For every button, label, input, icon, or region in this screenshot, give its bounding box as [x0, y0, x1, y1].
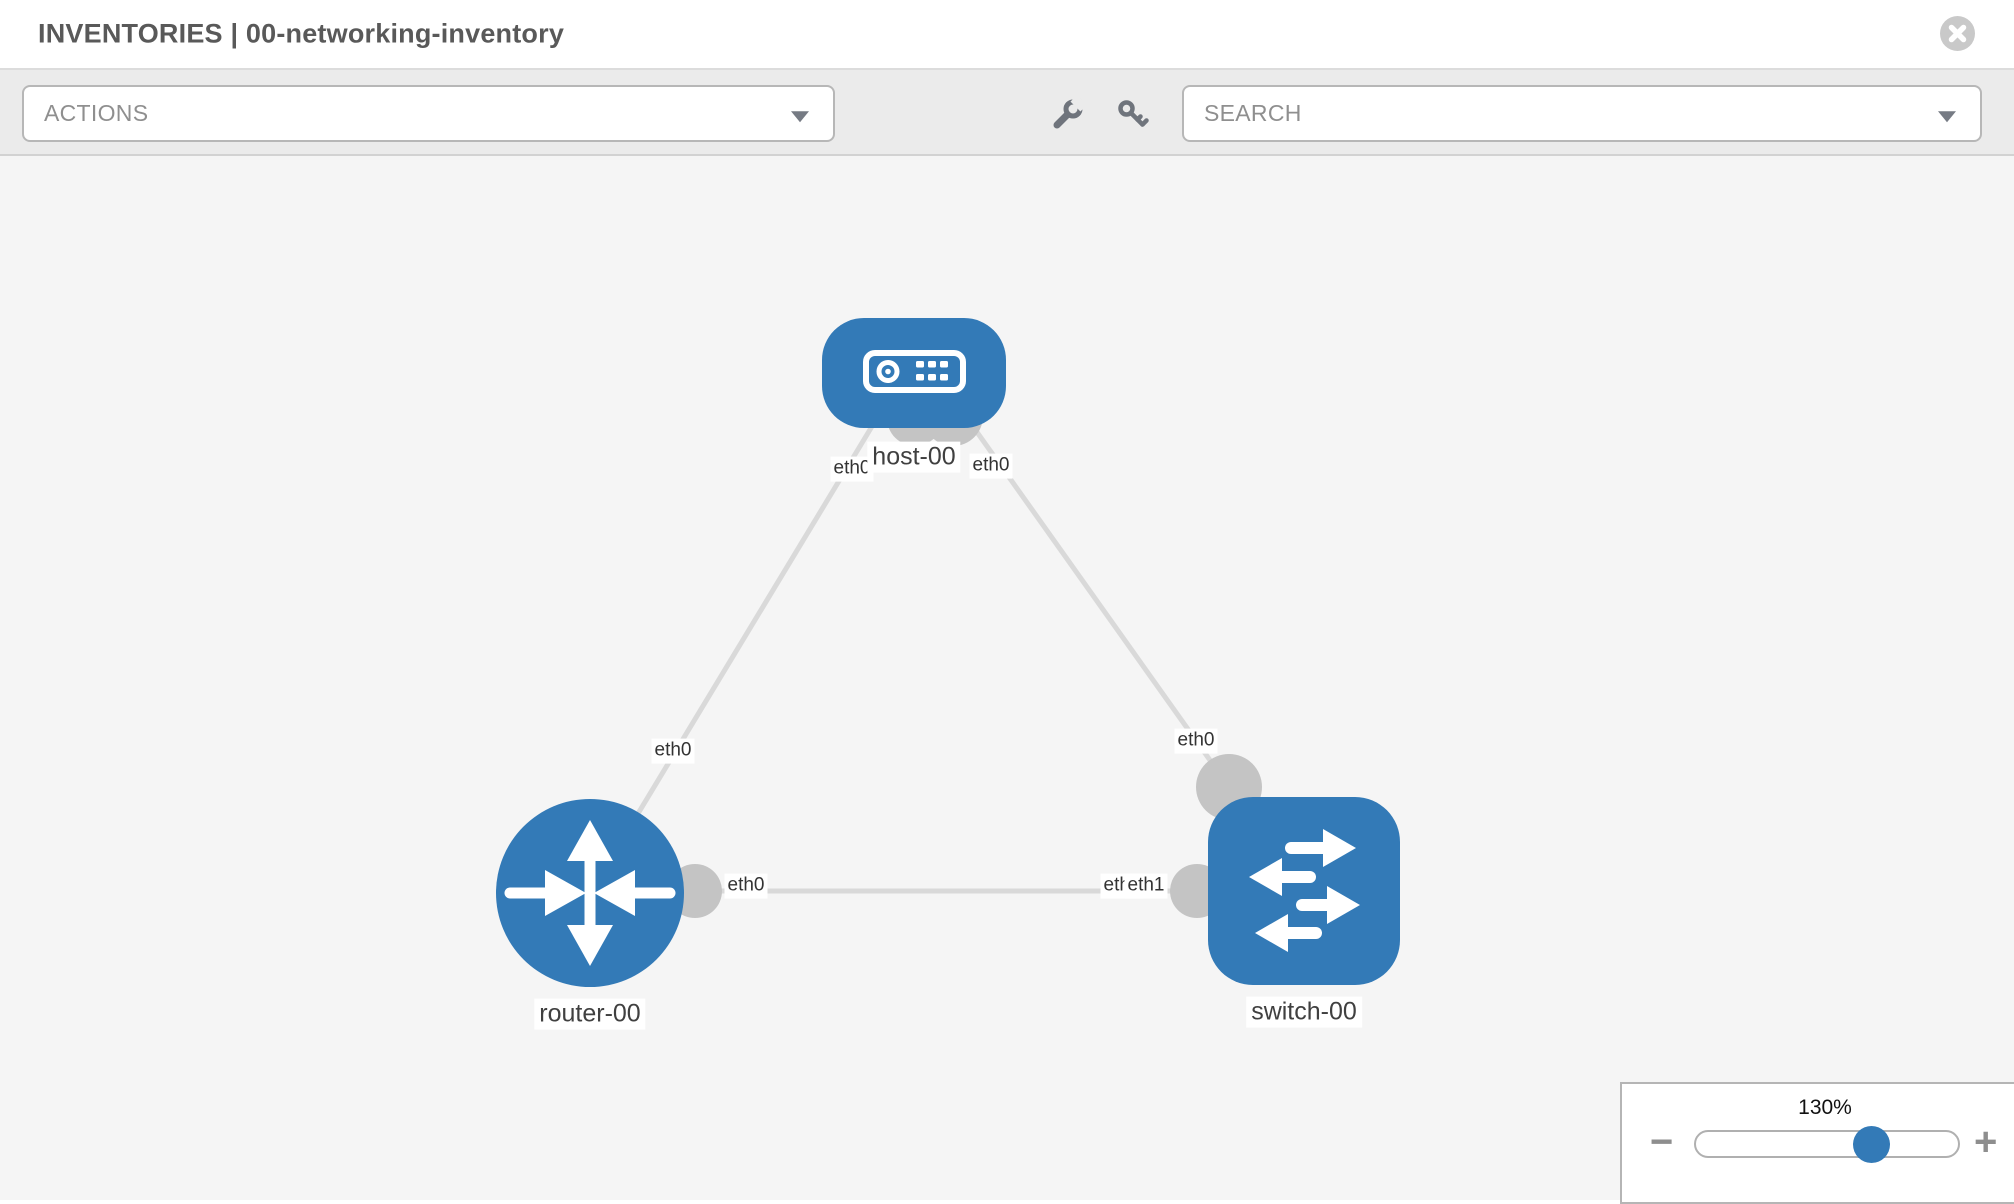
actions-dropdown[interactable]: ACTIONS	[22, 85, 835, 142]
iface-label-router-link-eth0: eth0	[651, 738, 695, 764]
iface-label-host-eth0-right: eth0	[969, 453, 1013, 479]
close-button[interactable]	[1940, 16, 1975, 51]
zoom-slider-track[interactable]	[1694, 1126, 1960, 1163]
iface-label-switch-eth0: eth0	[1174, 728, 1218, 754]
iface-label-router-eth0-mid: eth0	[724, 873, 768, 899]
toolbar: ACTIONS SEARCH	[0, 70, 2014, 156]
iface-label-switch-eth1: eth1	[1124, 873, 1168, 899]
zoom-control-panel: 130% − +	[1620, 1082, 2014, 1204]
link-host-switch[interactable]	[937, 378, 1232, 789]
node-label-host-00: host-00	[867, 441, 961, 473]
iface-label-host-eth0-left: eth0	[830, 456, 874, 482]
zoom-slider-knob[interactable]	[1853, 1126, 1890, 1163]
actions-dropdown-label: ACTIONS	[44, 100, 149, 126]
node-host-00[interactable]	[822, 318, 1006, 428]
chevron-down-icon	[1938, 110, 1956, 122]
search-dropdown[interactable]: SEARCH	[1182, 85, 1982, 142]
node-switch-00[interactable]	[1208, 797, 1400, 985]
zoom-percent-value: 130%	[1798, 1096, 1852, 1119]
key-icon[interactable]	[1116, 98, 1150, 132]
page-title: INVENTORIES | 00-networking-inventory	[38, 18, 565, 49]
zoom-out-button[interactable]: −	[1650, 1120, 1674, 1164]
wrench-icon[interactable]	[1050, 95, 1087, 132]
node-router-00[interactable]	[496, 799, 684, 987]
node-label-switch-00: switch-00	[1246, 996, 1362, 1028]
host-icon	[863, 350, 966, 393]
node-label-router-00: router-00	[534, 998, 646, 1030]
router-icon	[504, 820, 676, 966]
zoom-in-button[interactable]: +	[1974, 1120, 1998, 1164]
switch-icon	[1249, 829, 1360, 952]
close-icon	[1948, 24, 1967, 43]
chevron-down-icon	[791, 110, 809, 122]
header-bar: INVENTORIES | 00-networking-inventory	[0, 0, 2014, 70]
search-placeholder: SEARCH	[1204, 100, 1302, 126]
